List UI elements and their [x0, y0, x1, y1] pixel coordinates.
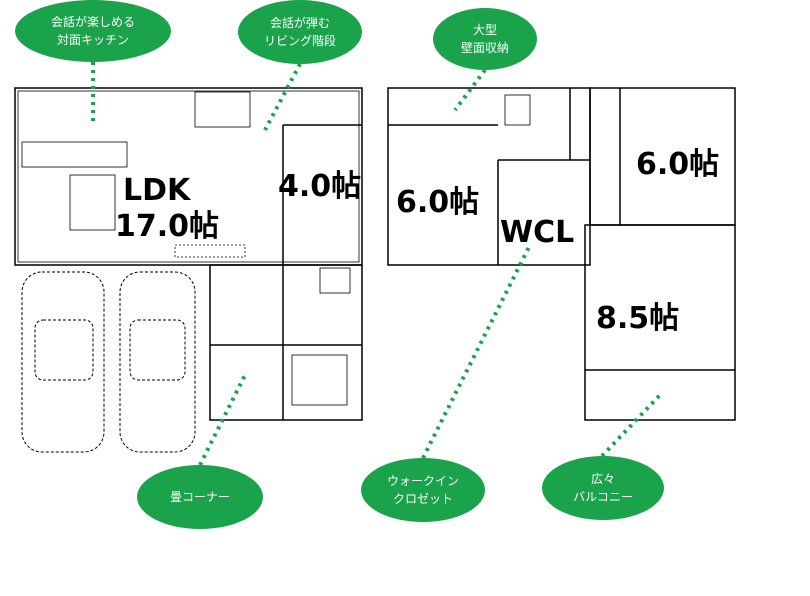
- callout-text: 壁面収納: [460, 41, 509, 55]
- callout-text: 対面キッチン: [56, 33, 129, 47]
- room-size-tatami: 4.0帖: [278, 169, 362, 204]
- callout-text: 大型: [472, 23, 497, 37]
- callout-leaders: [91, 62, 662, 466]
- callout-text: 会話が弾む: [269, 16, 330, 30]
- parking-cars: [21, 271, 196, 453]
- room-size-bedroom2: 6.0帖: [636, 147, 720, 182]
- room-size-ldk: 17.0帖: [115, 209, 220, 244]
- room-size-bedroom3: 8.5帖: [596, 301, 680, 336]
- callout-text: 畳コーナー: [169, 490, 230, 504]
- second-floor-plan: [387, 87, 736, 421]
- callout-text: 広々: [590, 472, 615, 486]
- callout-text: クロゼット: [392, 492, 453, 506]
- callout-text: 会話が楽しめる: [50, 15, 135, 29]
- callout-balcony: 広々 バルコニー: [542, 456, 664, 520]
- first-floor-plan: [14, 87, 363, 421]
- callout-text: ウォークイン: [386, 474, 459, 488]
- room-label-ldk: LDK: [123, 173, 191, 208]
- callout-tatami: 畳コーナー: [137, 465, 263, 529]
- callout-stairs: 会話が弾む リビング階段: [238, 0, 362, 64]
- room-label-wcl: WCL: [500, 215, 575, 250]
- callout-kitchen: 会話が楽しめる 対面キッチン: [15, 0, 171, 62]
- callout-text: バルコニー: [573, 490, 633, 504]
- room-size-bedroom1: 6.0帖: [396, 185, 480, 220]
- callout-text: リビング階段: [263, 34, 336, 48]
- callout-storage: 大型 壁面収納: [433, 8, 537, 70]
- callout-walk-in-closet: ウォークイン クロゼット: [361, 458, 485, 522]
